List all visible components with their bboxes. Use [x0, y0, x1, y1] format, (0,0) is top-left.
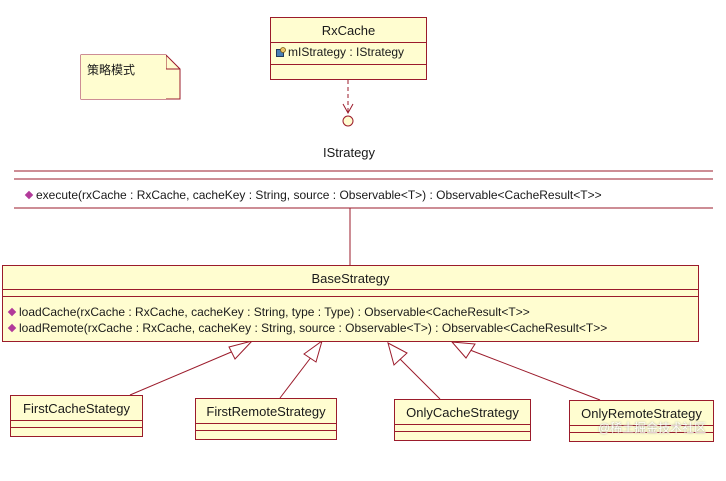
- method-icon: [7, 323, 17, 333]
- generalization-line-3: [397, 356, 441, 400]
- generalization-line-4: [469, 349, 601, 401]
- class-separator: [11, 427, 142, 428]
- interface-lollipop: [342, 115, 354, 127]
- class-rxcache-name: RxCache: [321, 23, 376, 38]
- class-rxcache-field: mIStrategy : IStrategy: [276, 45, 404, 59]
- class-basestrategy-method-2-text: loadRemote(rxCache : RxCache, cacheKey :…: [19, 321, 608, 335]
- class-separator: [570, 425, 713, 426]
- class-basestrategy-method-2: loadRemote(rxCache : RxCache, cacheKey :…: [7, 321, 608, 335]
- class-basestrategy-separator-1: [3, 289, 698, 290]
- interface-istrategy-method: execute(rxCache : RxCache, cacheKey : St…: [24, 188, 602, 202]
- field-icon: [276, 46, 286, 57]
- note-fold: [165, 55, 180, 70]
- generalization-line-1: [129, 349, 237, 396]
- class-separator: [11, 420, 142, 421]
- class-firstremotestrategy-name: FirstRemoteStrategy: [206, 404, 326, 419]
- generalization-arrow-3: [387, 342, 408, 366]
- class-basestrategy-method-1-text: loadCache(rxCache : RxCache, cacheKey : …: [19, 305, 530, 319]
- class-basestrategy-separator-2: [3, 296, 698, 297]
- note-text: 策略模式: [87, 63, 136, 77]
- class-basestrategy-method-1: loadCache(rxCache : RxCache, cacheKey : …: [7, 305, 530, 319]
- class-rxcache-separator-2: [271, 64, 426, 65]
- method-icon: [24, 190, 34, 200]
- interface-istrategy-method-text: execute(rxCache : RxCache, cacheKey : St…: [36, 188, 602, 202]
- class-separator: [395, 431, 530, 432]
- class-basestrategy-name: BaseStrategy: [311, 271, 390, 286]
- class-firstremotestrategy[interactable]: FirstRemoteStrategy: [195, 398, 337, 440]
- class-firstcachestategy-name: FirstCacheStategy: [23, 401, 130, 416]
- class-firstcachestategy[interactable]: FirstCacheStategy: [10, 395, 143, 437]
- dependency-arrowhead: [342, 103, 354, 115]
- class-separator: [395, 424, 530, 425]
- generalization-arrow-4: [450, 341, 476, 359]
- generalization-line-2: [279, 355, 313, 399]
- class-basestrategy[interactable]: BaseStrategy loadCache(rxCache : RxCache…: [2, 265, 699, 342]
- class-rxcache-field-text: mIStrategy : IStrategy: [288, 45, 405, 59]
- class-separator: [196, 430, 336, 431]
- method-icon: [7, 307, 17, 317]
- note: 策略模式: [81, 55, 166, 99]
- class-rxcache[interactable]: RxCache mIStrategy : IStrategy: [270, 17, 427, 80]
- class-rxcache-separator-1: [271, 42, 426, 43]
- generalization-arrow-1: [228, 340, 254, 360]
- class-onlycachestrategy-name: OnlyCacheStrategy: [406, 405, 519, 420]
- class-separator: [196, 423, 336, 424]
- watermark: @稀土掘金技术社区: [598, 421, 707, 435]
- class-onlyremotestrategy-name: OnlyRemoteStrategy: [581, 406, 702, 421]
- class-separator: [570, 432, 713, 433]
- generalization-arrow-2: [303, 339, 323, 363]
- class-onlyremotestrategy[interactable]: OnlyRemoteStrategy: [569, 400, 714, 442]
- class-onlycachestrategy[interactable]: OnlyCacheStrategy: [394, 399, 531, 441]
- interface-istrategy-name: IStrategy: [323, 145, 376, 160]
